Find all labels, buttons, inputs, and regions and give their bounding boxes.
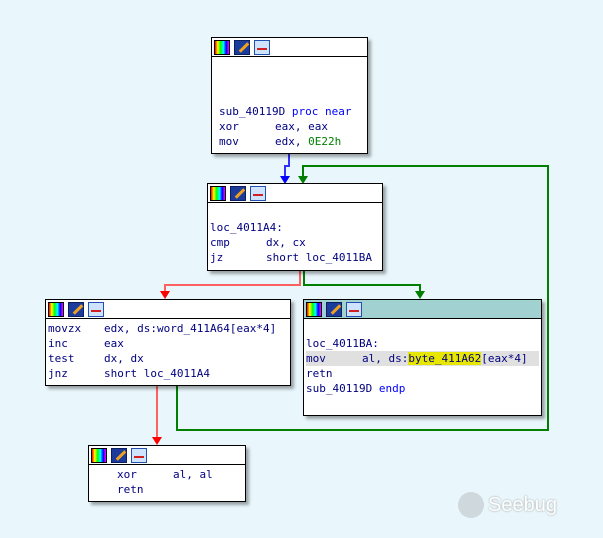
color-icon[interactable]: [210, 185, 226, 201]
instruction[interactable]: retn: [306, 367, 333, 380]
graph-icon[interactable]: [131, 447, 147, 463]
edge-entry-to-loop: [284, 153, 290, 178]
label-line[interactable]: loc_4011A4:: [210, 221, 283, 234]
graph-icon[interactable]: [346, 301, 362, 317]
edge-loop-false: [164, 270, 301, 294]
seebug-logo-icon: [458, 492, 484, 518]
edit-icon[interactable]: [111, 447, 127, 463]
arrow-icon: [152, 437, 162, 445]
block-header: [304, 300, 541, 319]
edit-icon[interactable]: [68, 301, 84, 317]
arrow-icon: [415, 291, 425, 299]
watermark-text: Seebug: [488, 493, 557, 516]
block-header: [212, 38, 367, 57]
edge-back-loop: [176, 165, 549, 431]
edge-loop-true: [303, 270, 421, 294]
edit-icon[interactable]: [230, 185, 246, 201]
color-icon[interactable]: [214, 39, 230, 55]
arrow-icon: [160, 291, 170, 299]
proc-line: sub_40119D proc near: [219, 105, 352, 118]
watermark: Seebug: [458, 492, 557, 518]
graph-icon[interactable]: [254, 39, 270, 55]
label-line[interactable]: loc_4011BA:: [306, 337, 379, 350]
graph-icon[interactable]: [250, 185, 266, 201]
block-header: [46, 300, 290, 319]
color-icon[interactable]: [91, 447, 107, 463]
arrow-icon: [298, 176, 308, 184]
color-icon[interactable]: [48, 301, 64, 317]
block-header: [89, 446, 245, 465]
color-icon[interactable]: [306, 301, 322, 317]
edit-icon[interactable]: [234, 39, 250, 55]
graph-icon[interactable]: [88, 301, 104, 317]
instruction[interactable]: retn: [117, 483, 144, 496]
endp-line: sub_40119D endp: [306, 382, 406, 395]
arrow-icon: [280, 176, 290, 184]
edit-icon[interactable]: [326, 301, 342, 317]
block-header: [208, 184, 382, 203]
